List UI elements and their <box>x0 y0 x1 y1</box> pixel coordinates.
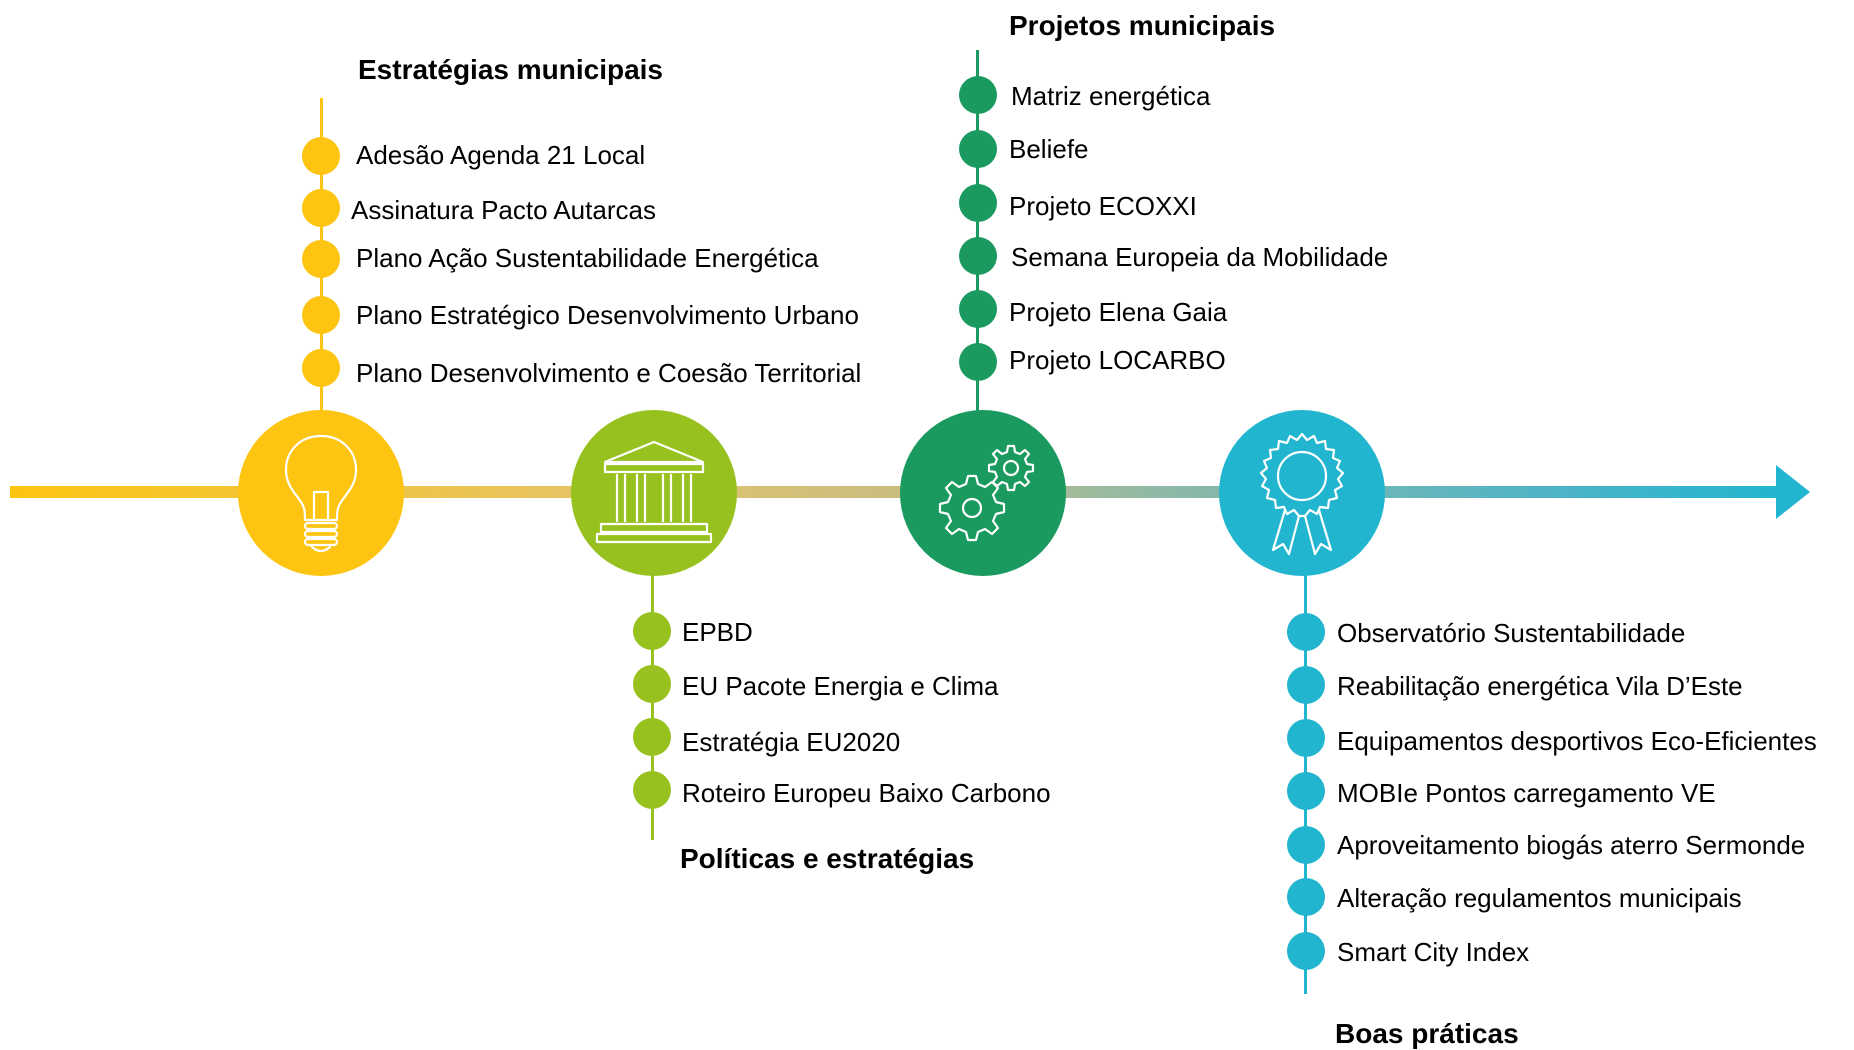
strategies-dot <box>302 296 340 334</box>
practices-dot <box>1287 772 1325 810</box>
projects-hub <box>900 410 1066 576</box>
projects-item: Projeto LOCARBO <box>1009 345 1226 375</box>
policies-hub <box>571 410 737 576</box>
arrow-head-icon <box>1776 465 1810 519</box>
projects-item: Beliefe <box>1009 134 1089 164</box>
practices-item: Smart City Index <box>1337 937 1530 967</box>
projects-item: Projeto ECOXXI <box>1009 191 1197 221</box>
policies-item: EU Pacote Energia e Clima <box>682 671 999 701</box>
practices-dot <box>1287 613 1325 651</box>
projects-dot <box>959 290 997 328</box>
projects-dot <box>959 237 997 275</box>
strategies-item: Plano Desenvolvimento e Coesão Territori… <box>356 358 862 388</box>
strategies-heading: Estratégias municipais <box>358 54 664 85</box>
strategies-dot <box>302 349 340 387</box>
policies-dot <box>633 665 671 703</box>
practices-dot <box>1287 878 1325 916</box>
projects-item: Matriz energética <box>1011 81 1211 111</box>
practices-dot <box>1287 719 1325 757</box>
practices-item: Reabilitação energética Vila D’Este <box>1337 671 1743 701</box>
strategies-item: Adesão Agenda 21 Local <box>356 140 646 170</box>
policies-heading: Políticas e estratégias <box>680 843 975 874</box>
practices-item: Equipamentos desportivos Eco-Eficientes <box>1337 726 1817 756</box>
gears-icon <box>938 444 1035 542</box>
practices-dot <box>1287 826 1325 864</box>
policies-item: Roteiro Europeu Baixo Carbono <box>682 778 1051 808</box>
projects-dot <box>959 343 997 381</box>
practices-item: Alteração regulamentos municipais <box>1337 883 1742 913</box>
policies-item: EPBD <box>682 617 753 647</box>
practices-heading: Boas práticas <box>1335 1018 1519 1049</box>
strategies-item: Assinatura Pacto Autarcas <box>351 195 656 225</box>
award-ribbon-icon <box>1259 432 1345 556</box>
strategies-dot <box>302 189 340 227</box>
strategies-item: Plano Ação Sustentabilidade Energética <box>356 243 819 273</box>
institution-building-icon <box>595 440 713 544</box>
strategies-dot <box>302 240 340 278</box>
strategies-item: Plano Estratégico Desenvolvimento Urbano <box>356 300 859 330</box>
practices-dot <box>1287 666 1325 704</box>
policies-dot <box>633 771 671 809</box>
projects-dot <box>959 76 997 114</box>
policies-dot <box>633 718 671 756</box>
practices-item: MOBIe Pontos carregamento VE <box>1337 778 1716 808</box>
projects-dot <box>959 184 997 222</box>
projects-dot <box>959 130 997 168</box>
practices-hub <box>1219 410 1385 576</box>
strategies-dot <box>302 137 340 175</box>
policies-item: Estratégia EU2020 <box>682 727 901 757</box>
projects-item: Projeto Elena Gaia <box>1009 297 1228 327</box>
practices-item: Observatório Sustentabilidade <box>1337 618 1686 648</box>
projects-heading: Projetos municipais <box>1009 10 1276 41</box>
practices-dot <box>1287 932 1325 970</box>
projects-stem <box>976 50 979 420</box>
lightbulb-icon <box>284 434 358 553</box>
policies-dot <box>633 612 671 650</box>
strategies-hub <box>238 410 404 576</box>
policies-stem <box>651 574 654 840</box>
practices-item: Aproveitamento biogás aterro Sermonde <box>1337 830 1806 860</box>
projects-item: Semana Europeia da Mobilidade <box>1011 242 1389 272</box>
